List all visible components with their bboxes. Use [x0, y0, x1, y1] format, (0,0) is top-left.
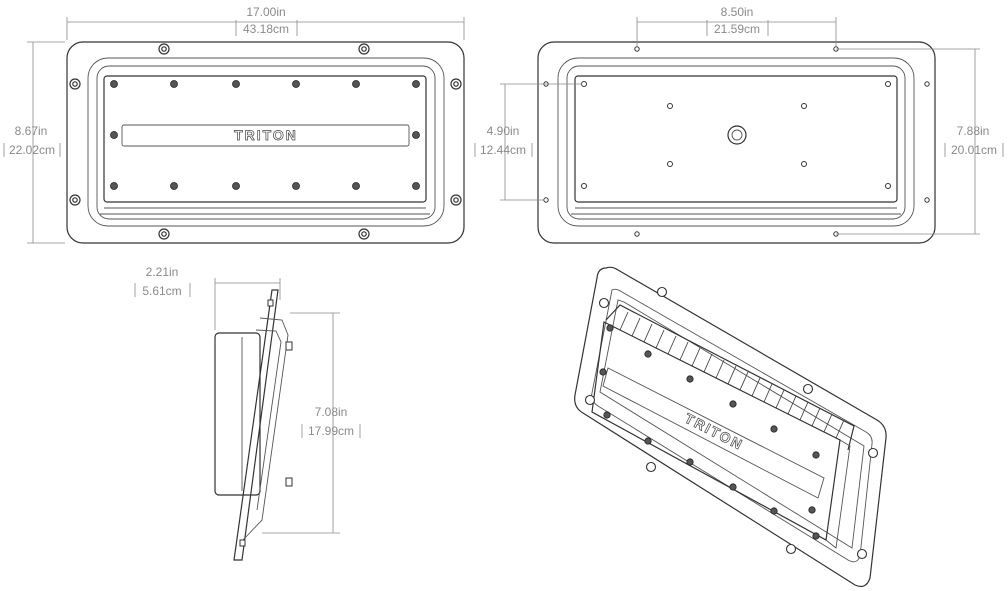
front-height-metric: 22.02cm — [9, 143, 55, 157]
side-depth-imperial: 2.21in — [146, 265, 179, 279]
side-body — [214, 332, 261, 496]
back-inner-height-metric: 12.44cm — [480, 143, 526, 157]
back-inner-height-dimension: 4.90in 12.44cm — [474, 83, 582, 201]
iso-flange — [574, 266, 887, 588]
front-recess-inner — [96, 65, 436, 220]
iso-grille-fins — [619, 311, 845, 439]
iso-flange-bolts — [584, 286, 879, 560]
front-grille-screws — [110, 80, 420, 190]
iso-logo-band — [602, 367, 825, 499]
front-logo-band — [121, 124, 410, 147]
back-outer-height-metric: 20.01cm — [951, 143, 997, 157]
front-width-metric: 43.18cm — [243, 22, 289, 36]
back-spacing-metric: 21.59cm — [714, 22, 760, 36]
back-recess-inner — [566, 65, 906, 220]
front-width-dimension: 17.00in 43.18cm — [66, 5, 465, 40]
back-holes — [543, 46, 930, 237]
side-bolts — [239, 299, 293, 547]
back-spacing-imperial: 8.50in — [721, 5, 754, 19]
back-spacing-dimension: 8.50in 21.59cm — [636, 5, 837, 46]
front-height-dimension: 8.67in 22.02cm — [3, 41, 65, 244]
side-depth-dimension: 2.21in 5.61cm — [134, 265, 281, 330]
iso-screws — [599, 324, 820, 540]
front-flange — [66, 41, 465, 244]
side-height-dimension: 7.08in 17.99cm — [262, 312, 361, 534]
side-height-imperial: 7.08in — [315, 405, 348, 419]
back-recess-outer — [557, 57, 915, 227]
front-logo: TRITON — [234, 127, 298, 143]
front-height-imperial: 8.67in — [15, 124, 48, 138]
side-height-metric: 17.99cm — [308, 424, 354, 438]
back-view: 8.50in 21.59cm 4.90in 12.44cm 7.88in 20.… — [474, 5, 1004, 244]
back-outer-height-dimension: 7.88in 20.01cm — [836, 48, 1004, 235]
side-view: 2.21in 5.61cm 7.08in 17.99cm — [134, 265, 361, 561]
back-housing — [574, 75, 898, 203]
front-width-imperial: 17.00in — [246, 5, 285, 19]
back-center-port — [727, 125, 747, 145]
front-view: TRITON 17.00in 43.18cm — [3, 5, 465, 244]
back-outer-height-imperial: 7.88in — [957, 124, 990, 138]
front-grille-plate — [103, 75, 427, 203]
side-depth-metric: 5.61cm — [142, 284, 181, 298]
isometric-view: TRITON — [574, 266, 887, 588]
back-inner-height-imperial: 4.90in — [487, 124, 520, 138]
iso-logo: TRITON — [682, 410, 746, 453]
front-flange-bolts — [69, 43, 462, 240]
back-flange — [537, 41, 936, 244]
front-recess-outer — [87, 57, 445, 227]
side-flange — [233, 289, 279, 561]
